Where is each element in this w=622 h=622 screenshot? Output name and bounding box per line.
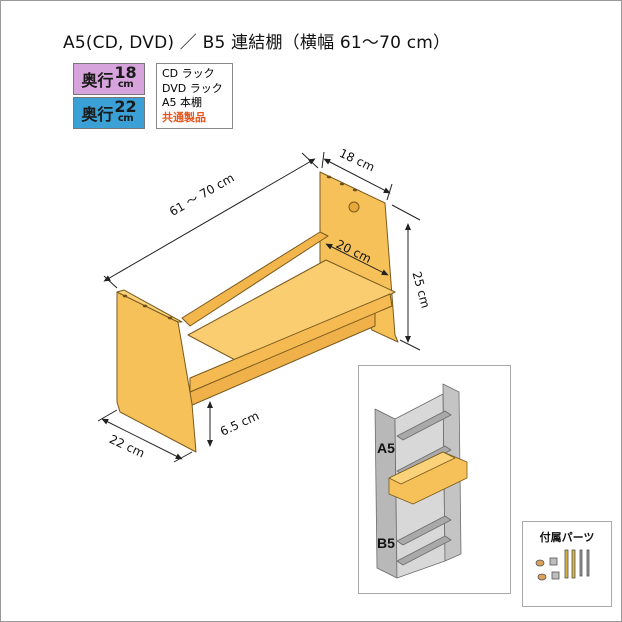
shelf-type-dvd: DVD ラック — [162, 81, 223, 95]
connection-inset: A5 B5 — [358, 365, 511, 594]
screw-icon — [579, 549, 583, 577]
shelf-types-box: CD ラック DVD ラック A5 本棚 共通製品 — [156, 63, 233, 129]
connector-bolt-icon — [571, 549, 576, 579]
wood-dowel-icon — [535, 559, 545, 567]
screw-icon — [586, 549, 590, 577]
depth-18-kanji: 奥行 — [81, 71, 114, 90]
shelf-type-a5: A5 本棚 — [162, 96, 203, 109]
depth-22-badge: 奥行 22 cm — [73, 97, 145, 129]
a5-label: A5 — [377, 440, 395, 456]
depth-22-unit: cm — [117, 113, 134, 124]
wood-dowel-icon — [537, 573, 547, 581]
depth-22-number: 22 — [114, 97, 137, 116]
stacked-shelves-illustration: A5 B5 — [374, 383, 468, 579]
cam-lock-icon — [549, 557, 558, 566]
page-title: A5(CD, DVD) ／ B5 連結棚（横幅 61～70 cm） — [63, 33, 451, 53]
shared-product-label: 共通製品 — [162, 110, 206, 124]
shelf-type-cd: CD ラック — [162, 67, 215, 80]
b5-label: B5 — [377, 535, 395, 551]
depth-18-badge: 奥行 18 cm — [73, 63, 145, 95]
connector-bolt-icon — [564, 549, 569, 579]
depth-22-kanji: 奥行 — [81, 105, 114, 124]
cam-lock-icon — [551, 571, 560, 580]
depth-18-unit: cm — [117, 79, 134, 90]
included-parts-label: 付属パーツ — [539, 531, 595, 544]
included-parts-box: 付属パーツ — [522, 521, 612, 607]
depth-18-number: 18 — [114, 63, 137, 82]
parts-illustration — [535, 549, 590, 581]
